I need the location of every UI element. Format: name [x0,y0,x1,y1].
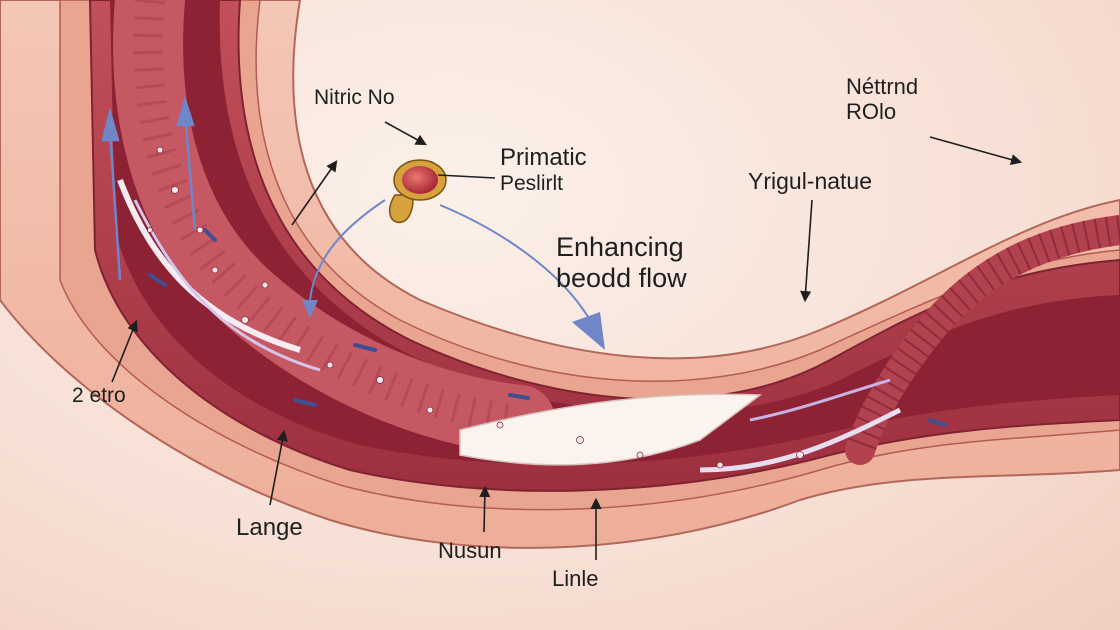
segmented-vessel-lines [845,215,1120,455]
plaque-streak-1 [117,178,301,353]
label-nitric: Nitric No [314,86,395,109]
label-primatic: Primatic Peslirlt [500,144,587,196]
flow-arrow-left-head [302,300,318,318]
label-primatic-line2: Peslirlt [500,171,564,195]
label-nettrnd-line2: ROlo [846,99,897,125]
label-etro: 2 etro [72,384,126,407]
pointer-arrows [111,121,1023,560]
label-enhancing-line2: beodd flow [556,263,687,294]
flow-arrow-left [309,199,386,301]
vessel-clips [148,228,947,427]
label-lange: Lange [236,514,303,541]
label-nusun: Nusun [438,538,502,563]
label-nettrnd-line1: Néttrnd [846,74,919,99]
upward-flow-arrows [101,95,197,281]
label-primatic-line1: Primatic [500,144,587,171]
label-enhancing-flow: Enhancing beodd flow [556,232,687,294]
label-linle: Linle [552,566,599,591]
plaque-streak-3 [699,407,902,473]
plaque-main [459,393,763,466]
upper-vessel [113,0,555,455]
plaque-streak-4 [749,378,891,422]
valve-device-icon [388,159,447,224]
blood-particles [147,146,804,469]
label-nettrnd: Néttrnd ROlo [846,74,918,125]
flow-arrow-right [439,204,591,321]
label-yrigul: Yrigul-natue [748,168,873,194]
label-enhancing-line1: Enhancing [556,232,684,262]
flow-arrow-right-head [572,312,605,350]
